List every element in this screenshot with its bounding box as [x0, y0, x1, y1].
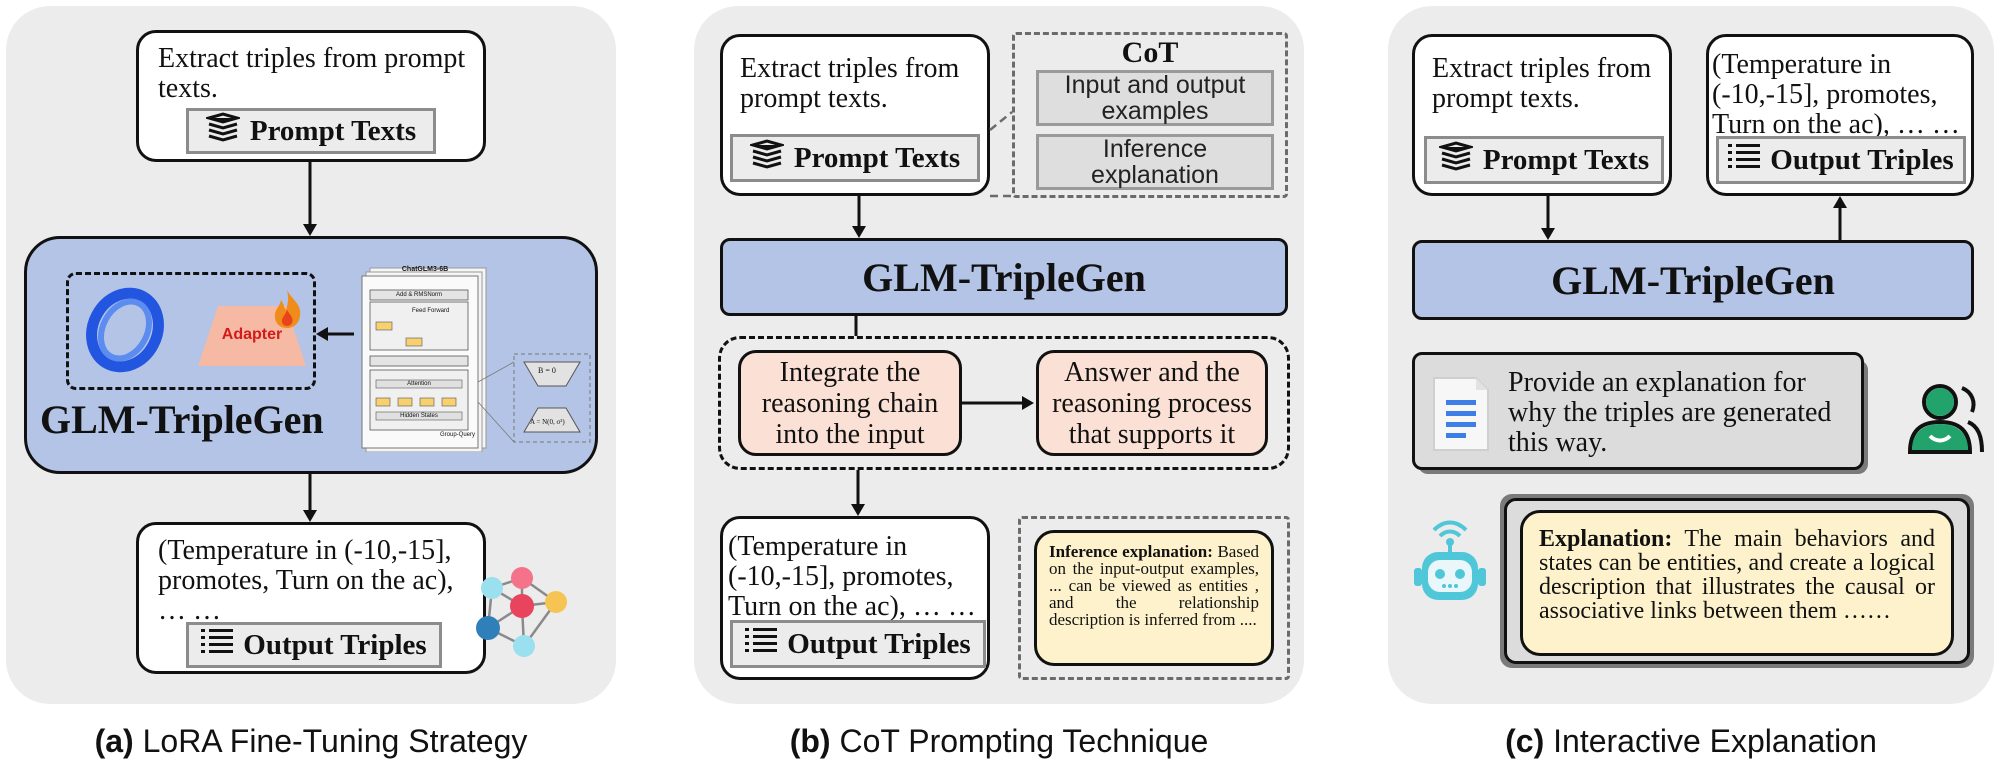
instruction-text: Extract triples from prompt texts.: [740, 53, 960, 114]
books-icon: [203, 112, 243, 150]
model-title: GLM-TripleGen: [1551, 257, 1835, 303]
explanation-heading: Explanation:: [1539, 526, 1673, 552]
network-icon: [470, 564, 580, 669]
ring-logo-icon: [80, 284, 170, 379]
fire-icon: [270, 288, 304, 335]
explanation-body: The main behaviors and states can be ent…: [1539, 526, 1935, 624]
arch-group-query: Group-Query: [440, 432, 476, 438]
prompt-texts-text: Prompt Texts: [1482, 143, 1650, 176]
caption-b: (b) CoT Prompting Technique: [789, 723, 1209, 759]
cot-title: CoT: [1121, 36, 1179, 69]
document-icon: [1432, 376, 1490, 457]
output-text: (Temperature in (-10,-15], promotes, Tur…: [728, 531, 976, 622]
explain-body: Based on the input-output examples, ... …: [1049, 542, 1259, 629]
cot-group: [1012, 32, 1288, 198]
user-icon: [1898, 372, 1984, 463]
inference-explanation: Inference explanation: Based on the inpu…: [1034, 530, 1274, 666]
arch-attention: Attention: [407, 381, 431, 387]
arch-feed-forward: Feed Forward: [412, 308, 450, 314]
explanation-box: Explanation: The main behaviors and stat…: [1520, 510, 1954, 656]
model-block: GLM-TripleGen: [1412, 240, 1974, 320]
instruction-text: Extract triples from prompt texts.: [158, 43, 466, 104]
output-text: (Temperature in (-10,-15], promotes, Tur…: [1712, 49, 1960, 140]
output-triples-text: Output Triples: [787, 627, 971, 660]
cot-item-explanation: Inference explanation: [1036, 134, 1274, 190]
arch-a-eq: A = N(0, σ²): [530, 418, 565, 426]
model-title: GLM-TripleGen: [40, 397, 324, 442]
caption-c: (c) Interactive Explanation: [1505, 723, 1877, 759]
architecture-figure: ChatGLM3-6B Add & RMSNorm Feed Forward A…: [356, 262, 594, 453]
caption-a: (a) LoRA Fine-Tuning Strategy: [94, 723, 528, 759]
arch-b-eq: B = 0: [538, 366, 556, 375]
arch-add-norm: Add & RMSNorm: [395, 292, 442, 298]
prompt-texts-label: Prompt Texts: [1424, 136, 1664, 184]
model-title: GLM-TripleGen: [862, 254, 1146, 300]
instruction-text: Extract triples from prompt texts.: [1432, 53, 1652, 114]
adapter-group: [66, 272, 316, 390]
output-triples-text: Output Triples: [243, 628, 427, 661]
books-icon: [1436, 141, 1476, 179]
output-triples-label: Output Triples: [186, 622, 442, 668]
adapter-label: Adapter: [221, 326, 283, 343]
books-icon: [747, 139, 787, 177]
robot-icon: [1404, 520, 1496, 617]
output-triples-text: Output Triples: [1770, 143, 1954, 176]
list-icon: [201, 627, 234, 663]
list-icon: [745, 626, 778, 662]
arch-hidden-states: Hidden States: [400, 413, 438, 419]
arch-title: ChatGLM3-6B: [401, 266, 449, 273]
model-block: GLM-TripleGen: [720, 238, 1288, 316]
prompt-texts-label: Prompt Texts: [186, 108, 436, 154]
output-triples-label: Output Triples: [1716, 136, 1966, 184]
cot-item-examples: Input and output examples: [1036, 70, 1274, 126]
reasoning-group: [718, 336, 1290, 470]
list-icon: [1728, 142, 1761, 178]
explain-heading: Inference explanation:: [1049, 542, 1213, 561]
step-integrate: Integrate the reasoning chain into the i…: [738, 350, 962, 456]
prompt-texts-label: Prompt Texts: [730, 134, 980, 182]
step-answer: Answer and the reasoning process that su…: [1036, 350, 1268, 456]
output-triples-label: Output Triples: [730, 620, 986, 668]
prompt-texts-text: Prompt Texts: [793, 141, 961, 174]
output-text: (Temperature in (-10,-15], promotes, Tur…: [158, 535, 454, 626]
prompt-texts-text: Prompt Texts: [249, 114, 417, 147]
question-text: Provide an explanation for why the tripl…: [1508, 367, 1832, 458]
explanation-group: [1018, 516, 1290, 680]
